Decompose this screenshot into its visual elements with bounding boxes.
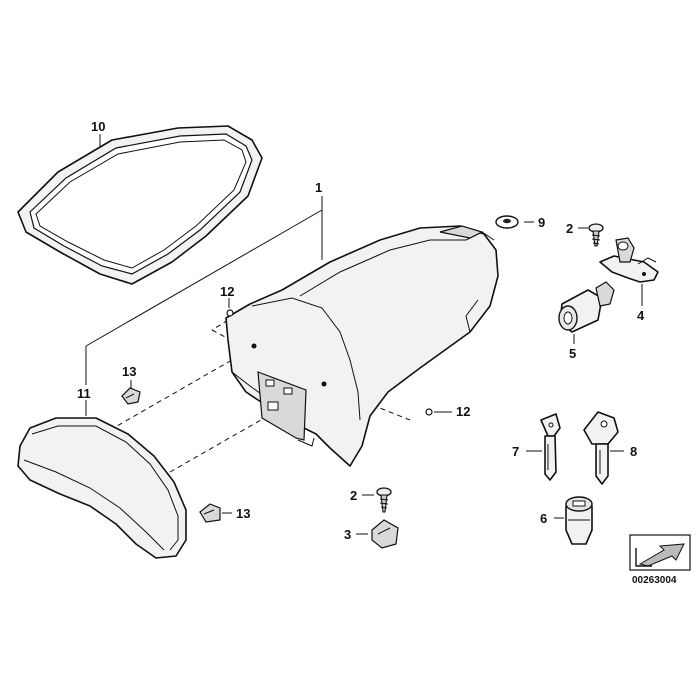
label-3: 3: [344, 527, 351, 542]
label-8: 8: [630, 444, 637, 459]
label-6: 6: [540, 511, 547, 526]
clip-part-13-upper: [121, 387, 141, 405]
label-2-upper: 2: [566, 221, 573, 236]
key-part-7: [540, 413, 561, 481]
seal-frame-part-10: [17, 125, 263, 285]
reference-arrow-icon: [638, 543, 685, 567]
backrest-pad-part-11: [17, 417, 187, 559]
washer-part-9: [495, 215, 519, 229]
clip-part-13-lower: [199, 503, 221, 523]
label-12-upper: 12: [220, 284, 234, 299]
lock-cylinder-part-5: [558, 281, 615, 333]
label-1: 1: [315, 180, 322, 195]
label-10: 10: [91, 119, 105, 134]
label-13-lower: 13: [236, 506, 250, 521]
reference-box: 00263004: [629, 534, 691, 586]
grommet-part-12-upper: [226, 309, 234, 317]
label-4: 4: [637, 308, 645, 323]
label-7: 7: [512, 444, 519, 459]
key-part-8: [583, 411, 619, 485]
label-11: 11: [77, 386, 91, 401]
clip-nut-part-3: [371, 519, 399, 549]
screw-part-2-lower: [376, 487, 392, 513]
reference-number: 00263004: [632, 575, 677, 586]
label-13-upper: 13: [122, 364, 136, 379]
leader-lines: [85, 134, 643, 535]
part-labels: 10 1 11 12 12 13 13 9 2 4 5 7 8 6 2 3: [77, 119, 645, 542]
screw-part-2-upper: [588, 223, 604, 247]
seat-cover-part-1: [225, 225, 499, 467]
label-5: 5: [569, 346, 576, 361]
grommet-part-12-right: [425, 408, 433, 416]
label-9: 9: [538, 215, 545, 230]
label-12-right: 12: [456, 404, 470, 419]
latch-bracket-part-4: [599, 237, 659, 283]
lock-core-part-6: [565, 496, 593, 545]
label-2-lower: 2: [350, 488, 357, 503]
